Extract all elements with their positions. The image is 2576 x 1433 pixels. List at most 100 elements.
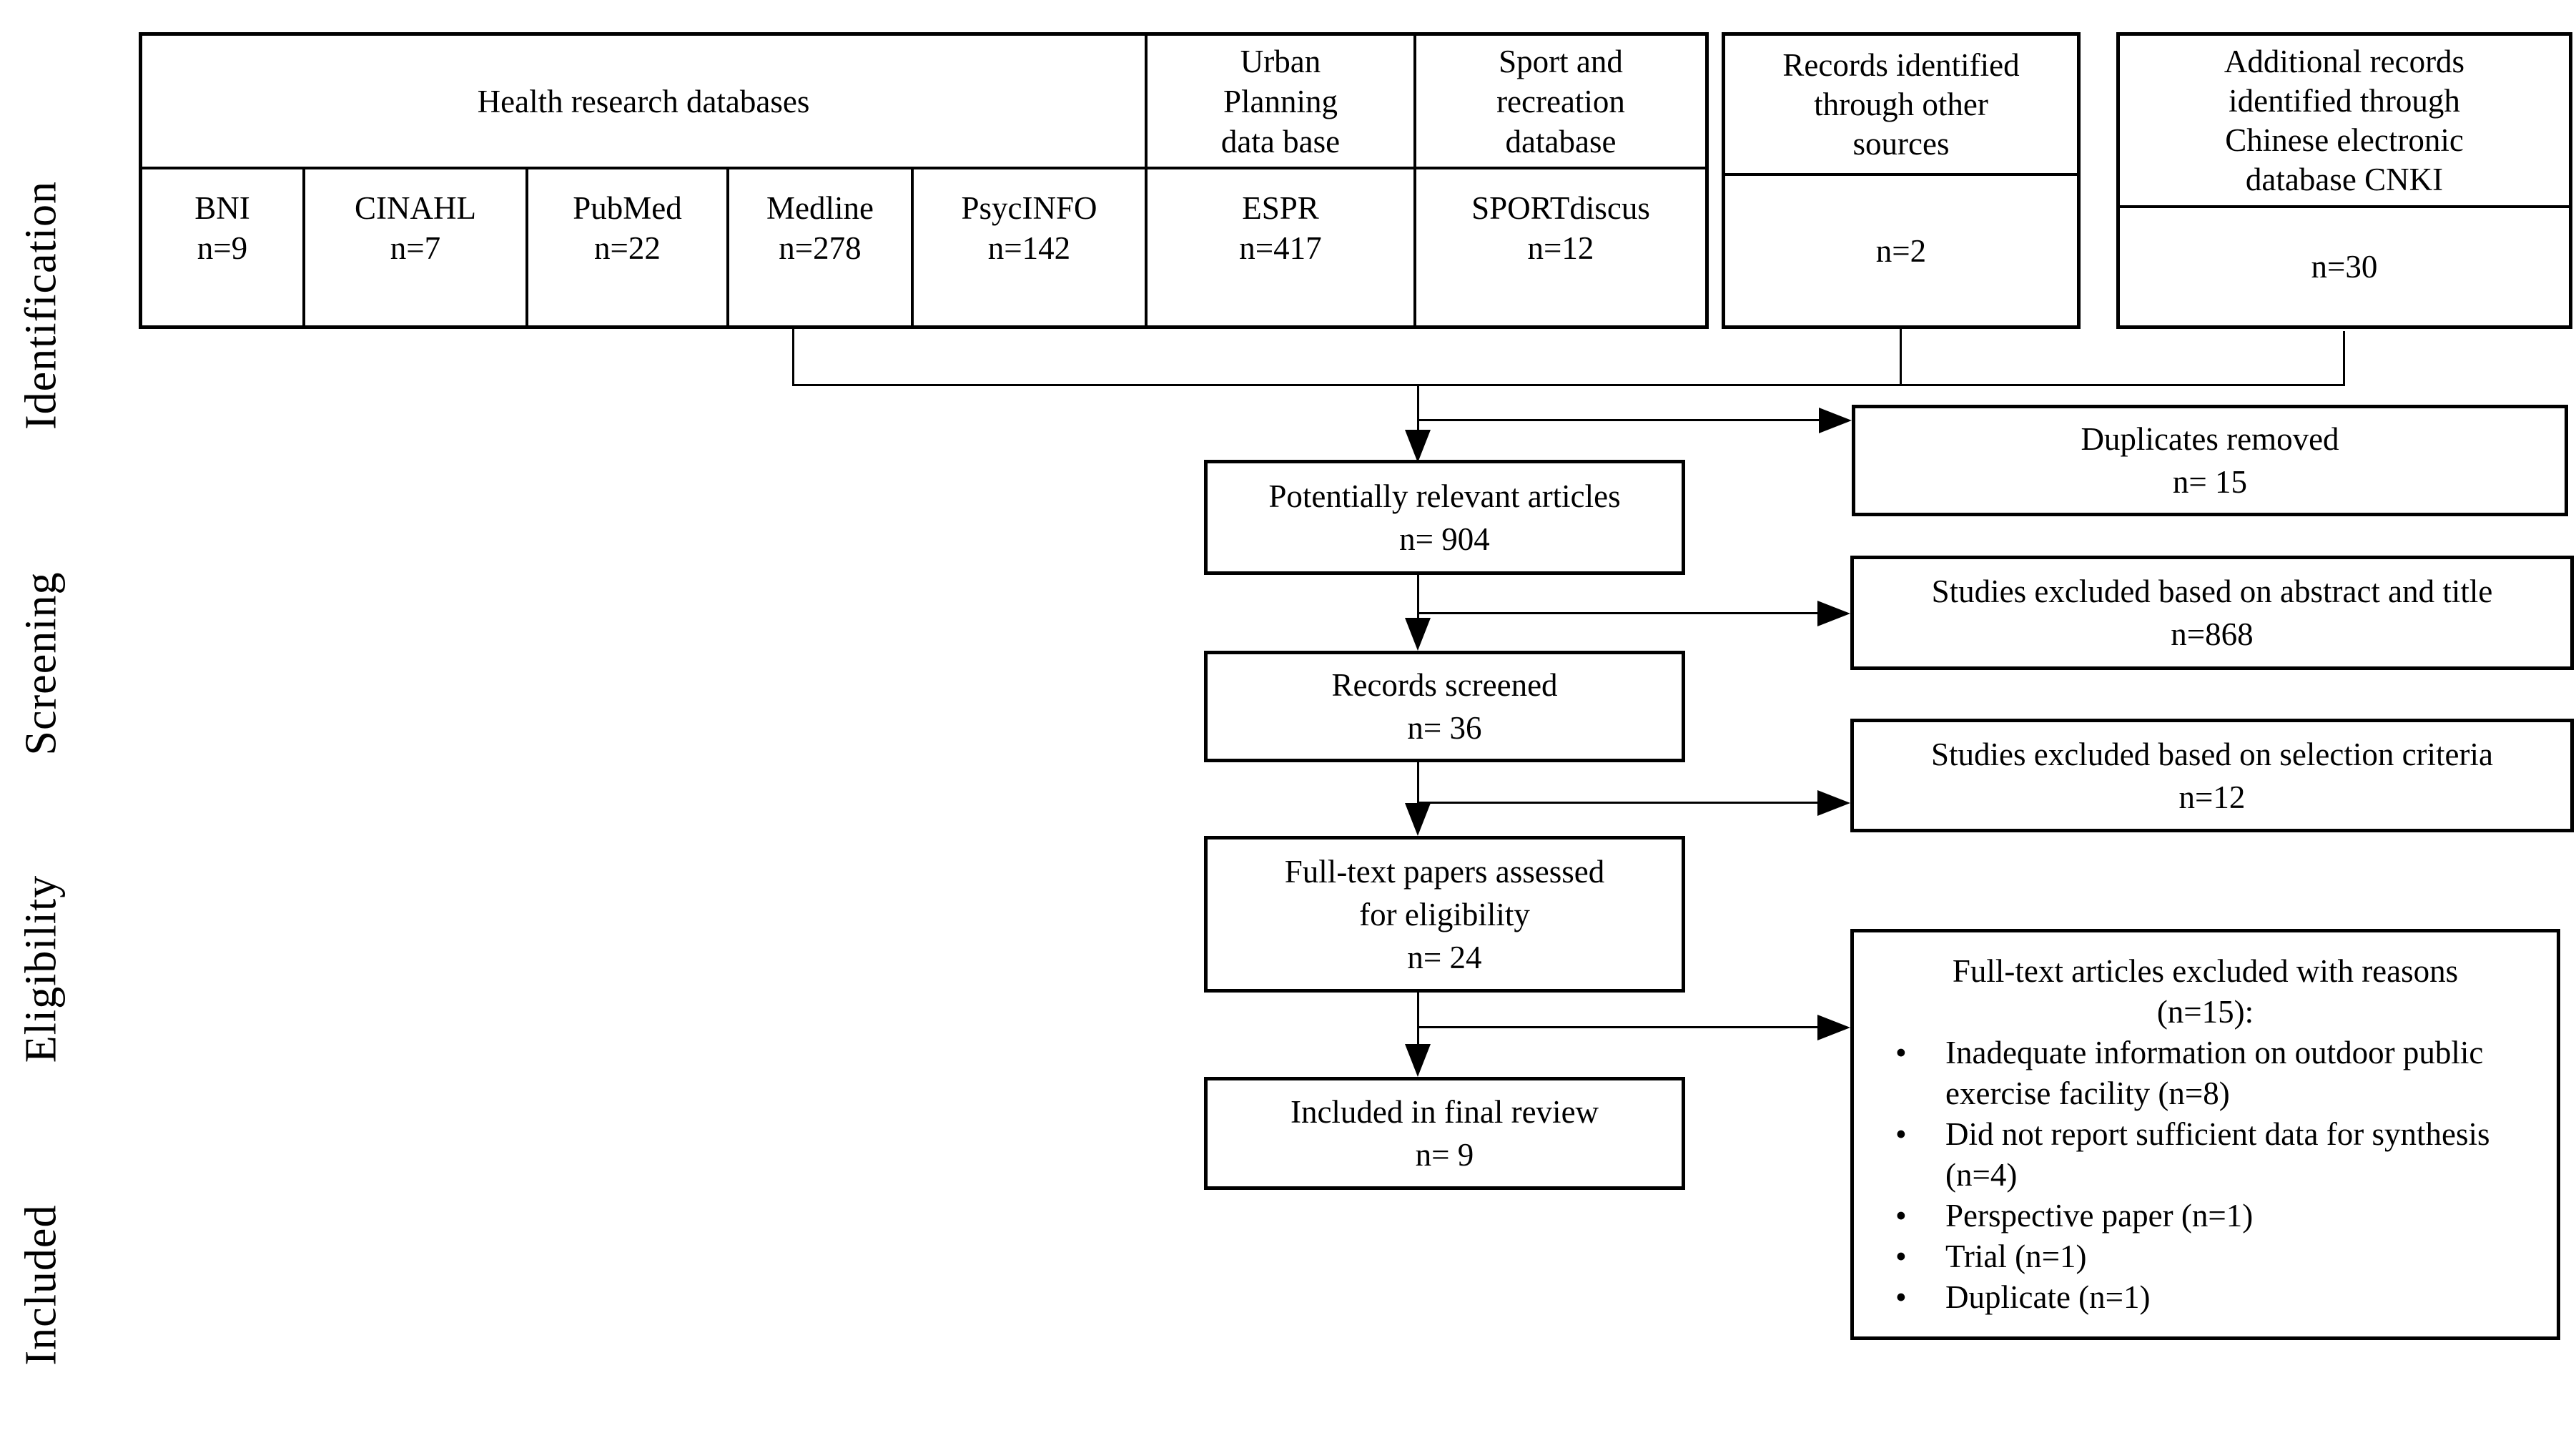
- box-line: sources: [1852, 125, 1950, 162]
- fulltext-excluded-reasons-box: Full-text articles excluded with reasons…: [1850, 929, 2560, 1340]
- database-count: n=9: [197, 230, 248, 266]
- box-line: Duplicates removed: [2081, 421, 2339, 457]
- arrow-line-to-included: [1417, 993, 1419, 1046]
- database-count: n=7: [390, 230, 441, 266]
- reason-text: Duplicate (n=1): [1945, 1279, 2151, 1315]
- header-sport-recreation-database: Sport and recreation database: [1416, 36, 1705, 169]
- box-line: n= 36: [1407, 710, 1482, 746]
- box-line: Studies excluded based on selection crit…: [1931, 736, 2493, 772]
- arrowhead-down-fulltext: [1405, 803, 1431, 836]
- collector-line: [792, 384, 2345, 386]
- cnki-label: Additional records identified through Ch…: [2120, 36, 2569, 208]
- database-cell-bni: BNI n=9: [142, 169, 305, 325]
- database-cell-psycinfo: PsycINFO n=142: [914, 169, 1148, 325]
- reason-item: • Duplicate (n=1): [1854, 1277, 2557, 1318]
- connector-othersources-to-collector: [1900, 329, 1902, 385]
- database-name: Medline: [766, 190, 874, 226]
- records-screened-box: Records screened n= 36: [1204, 651, 1685, 762]
- arrow-line-to-fulltext: [1417, 762, 1419, 805]
- box-line: Potentially relevant articles: [1268, 478, 1621, 514]
- header-line: Planning: [1223, 83, 1338, 119]
- arrowhead-right-abstract: [1817, 601, 1850, 626]
- excluded-abstract-title-box: Studies excluded based on abstract and t…: [1850, 556, 2574, 670]
- database-cell-sportdiscus: SPORTdiscus n=12: [1416, 169, 1705, 325]
- database-count: n=12: [1527, 230, 1594, 266]
- header-line: recreation: [1496, 83, 1625, 119]
- box-line: n= 15: [2172, 464, 2248, 500]
- connector-cnki-to-collector: [2343, 331, 2345, 385]
- database-cell-espr: ESPR n=417: [1148, 169, 1416, 325]
- database-name: PubMed: [573, 190, 682, 226]
- header-label: Health research databases: [477, 83, 810, 119]
- reason-item: • Inadequate information on outdoor publ…: [1854, 1033, 2557, 1114]
- reason-item: • Trial (n=1): [1854, 1236, 2557, 1277]
- other-sources-count: n=2: [1875, 232, 1927, 269]
- excluded-selection-criteria-box: Studies excluded based on selection crit…: [1850, 719, 2574, 832]
- duplicates-removed-box: Duplicates removed n= 15: [1852, 405, 2568, 516]
- database-count: n=417: [1239, 230, 1322, 266]
- database-count: n=22: [594, 230, 661, 266]
- box-line: identified through: [2229, 82, 2460, 119]
- reasons-title: Full-text articles excluded with reasons: [1952, 953, 2459, 989]
- box-line: n= 904: [1399, 521, 1490, 557]
- header-line: database: [1505, 123, 1617, 159]
- branch-line-duplicates: [1417, 419, 1820, 421]
- box-line: n=868: [2171, 616, 2254, 652]
- box-line: n= 24: [1407, 939, 1482, 975]
- database-count: n=278: [779, 230, 862, 266]
- database-cell-medline: Medline n=278: [729, 169, 914, 325]
- header-line: Sport and: [1499, 43, 1623, 79]
- reasons-subtitle: (n=15):: [2156, 994, 2254, 1030]
- box-line: n=12: [2178, 779, 2246, 815]
- box-line: n= 9: [1415, 1137, 1474, 1173]
- sources-table: Health research databases Urban Planning…: [139, 32, 1709, 329]
- reason-text: Trial (n=1): [1945, 1239, 2087, 1274]
- box-line: Studies excluded based on abstract and t…: [1931, 573, 2493, 609]
- database-cell-cinahl: CINAHL n=7: [305, 169, 528, 325]
- header-health-research-databases: Health research databases: [142, 36, 1148, 169]
- bullet-icon: •: [1895, 1035, 1907, 1070]
- branch-line-reasons: [1417, 1026, 1818, 1028]
- box-line: database CNKI: [2245, 161, 2444, 197]
- box-line: Chinese electronic: [2225, 122, 2464, 158]
- reason-text: Inadequate information on outdoor public…: [1945, 1035, 2484, 1111]
- arrowhead-right-duplicates: [1819, 408, 1852, 433]
- box-line: Included in final review: [1290, 1094, 1599, 1130]
- bullet-icon: •: [1895, 1116, 1907, 1152]
- stage-label-included: Included: [16, 1204, 66, 1366]
- other-sources-box: Records identified through other sources…: [1722, 32, 2081, 329]
- included-final-review-box: Included in final review n= 9: [1204, 1077, 1685, 1190]
- database-count: n=142: [987, 230, 1071, 266]
- database-name: BNI: [194, 190, 250, 226]
- header-urban-planning-database: Urban Planning data base: [1148, 36, 1416, 169]
- bullet-icon: •: [1895, 1239, 1907, 1274]
- other-sources-label: Records identified through other sources: [1725, 36, 2077, 176]
- database-name: CINAHL: [355, 190, 476, 226]
- arrow-line-to-potentially: [1417, 385, 1419, 432]
- arrow-line-to-screened: [1417, 575, 1419, 619]
- database-name: PsycINFO: [961, 190, 1097, 226]
- cnki-box: Additional records identified through Ch…: [2116, 32, 2572, 329]
- database-name: ESPR: [1242, 190, 1319, 226]
- header-line: data base: [1220, 123, 1341, 159]
- stage-label-screening: Screening: [16, 571, 66, 756]
- stage-label-identification: Identification: [16, 181, 66, 430]
- box-line: through other: [1814, 86, 1988, 122]
- database-name: SPORTdiscus: [1471, 190, 1650, 226]
- cnki-count: n=30: [2311, 249, 2378, 285]
- header-line: Urban: [1240, 43, 1321, 79]
- connector-table-to-collector: [792, 329, 794, 385]
- arrowhead-right-selection: [1817, 790, 1850, 816]
- box-line: Records identified: [1782, 46, 2020, 83]
- potentially-relevant-box: Potentially relevant articles n= 904: [1204, 460, 1685, 575]
- arrowhead-right-reasons: [1817, 1015, 1850, 1040]
- database-cell-pubmed: PubMed n=22: [528, 169, 729, 325]
- arrowhead-down-screened: [1405, 618, 1431, 651]
- arrowhead-down-potentially: [1405, 430, 1431, 463]
- reason-text: Did not report sufficient data for synth…: [1945, 1116, 2490, 1193]
- box-line: for eligibility: [1359, 896, 1530, 932]
- stage-label-eligibility: Eligibility: [16, 875, 66, 1063]
- arrowhead-down-included: [1405, 1044, 1431, 1077]
- branch-line-selection: [1417, 802, 1818, 804]
